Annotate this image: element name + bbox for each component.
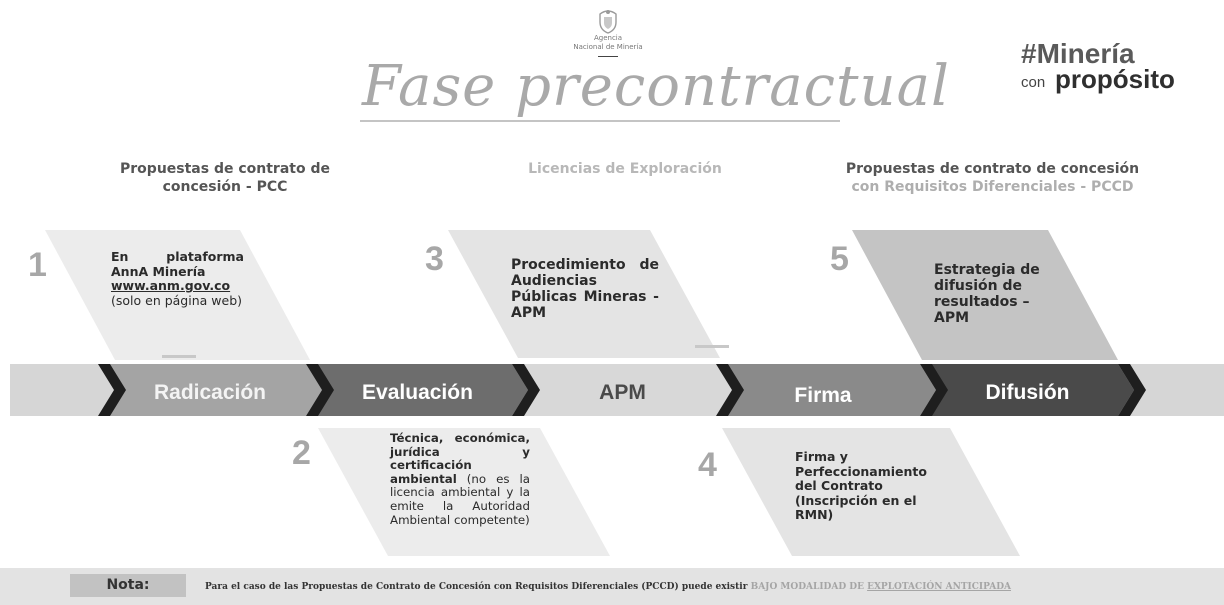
stage-label-radicacion: Radicación — [153, 381, 267, 404]
category-pccd: Propuestas de contrato de concesión con … — [845, 161, 1140, 195]
step-number-4: 4 — [698, 446, 717, 484]
card-step-2 — [318, 428, 610, 556]
title-underline — [360, 120, 840, 122]
stage-label-difusion: Difusión — [985, 381, 1070, 404]
coat-of-arms-icon — [599, 10, 617, 34]
footer-note-bar — [0, 568, 1224, 605]
step-5-description: Estrategia de difusión de resultados – A… — [934, 262, 1040, 326]
step-number-1: 1 — [28, 246, 47, 284]
card-step-4 — [722, 428, 1020, 556]
category-pcc: Propuestas de contrato de concesión - PC… — [120, 161, 330, 195]
stage-segment-firma — [726, 364, 936, 416]
stage-label-firma: Firma — [794, 384, 852, 407]
footer-note-text: Para el caso de las Propuestas de Contra… — [205, 582, 1011, 592]
stage-label-evaluacion: Evaluación — [362, 381, 473, 404]
step-3-description: Procedimiento de Audiencias Públicas Min… — [511, 257, 659, 321]
stage-label-apm: APM — [599, 381, 646, 404]
chevron-icon — [1118, 364, 1146, 416]
brand-con: con — [1021, 74, 1046, 91]
chevron-icon — [512, 364, 540, 416]
card-step-1-tab — [162, 355, 196, 358]
nota-label: Nota: — [106, 577, 150, 593]
page-title: Fase precontractual — [362, 54, 950, 119]
brand-hashtag: #Minería — [1021, 38, 1135, 69]
step-2-description: Técnica, económica, jurídica y certifica… — [390, 431, 530, 527]
chevron-icon — [920, 364, 948, 416]
category-licencias: Licencias de Exploración — [528, 161, 722, 177]
step-number-3: 3 — [425, 240, 444, 278]
chevron-icon — [98, 364, 126, 416]
step-number-2: 2 — [292, 434, 311, 472]
card-step-3 — [448, 230, 720, 358]
agency-logo-text: Agencia Nacional de Minería — [573, 34, 643, 51]
card-step-3-tab — [695, 345, 729, 348]
nota-badge — [70, 574, 186, 597]
stage-segment-apm — [522, 364, 732, 416]
step-1-description: En plataforma AnnA Minería www.anm.gov.c… — [111, 249, 244, 308]
step-number-5: 5 — [830, 240, 849, 278]
card-step-5 — [852, 230, 1118, 360]
step-4-description: Firma y Perfeccionamiento del Contrato (… — [795, 449, 927, 522]
agency-divider — [598, 56, 618, 57]
card-step-1 — [45, 230, 310, 360]
stage-segment-radicacion — [108, 364, 322, 416]
chevron-icon — [306, 364, 334, 416]
stage-segment-difusion — [930, 364, 1134, 416]
chevron-icon — [716, 364, 744, 416]
stage-segment-evaluacion — [316, 364, 528, 416]
anm-website-link[interactable]: www.anm.gov.co — [111, 278, 231, 293]
brand-proposito: propósito — [1055, 64, 1175, 94]
